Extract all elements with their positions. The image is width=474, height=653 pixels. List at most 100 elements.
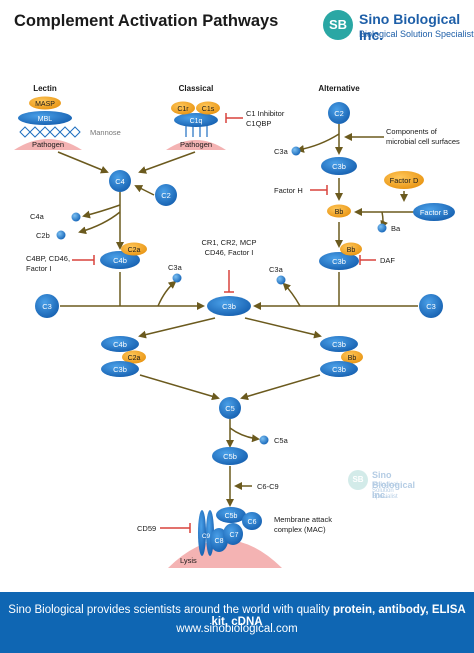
alt-c2-node [328, 102, 350, 124]
left-c2a-node [122, 350, 146, 364]
alt-c3b-label: C3b [332, 162, 346, 171]
c5a-fragment [259, 435, 269, 445]
arrow-lectin-to-c4 [57, 151, 109, 174]
components-label-1: Components of [386, 127, 438, 136]
alt-c3a-fragment [291, 146, 301, 156]
alt-c3b-bb-node [319, 252, 359, 270]
arrow-c2b-release [78, 211, 121, 235]
arrows [57, 124, 418, 507]
mac-c5b-node [216, 507, 246, 523]
arrow-c3b-to-left-convertase [138, 317, 216, 339]
right-bb-label: Bb [348, 355, 357, 362]
logo-tagline: Biological Solution Specialist [359, 29, 474, 39]
mac-label-1: Membrane attack [274, 515, 332, 524]
left-c3b-label: C3b [113, 365, 127, 374]
c3a-left-fragment [172, 273, 182, 283]
pathway-diagram: Lectin Classical Alternative Pathogen Ma… [14, 84, 460, 568]
mbl-label: MBL [38, 116, 53, 123]
arrow-c3a-left-release [157, 280, 177, 307]
lectin-pathogen-membrane [14, 139, 82, 150]
factor-h-label: Factor H [274, 186, 303, 195]
c1q-stalks-icon [185, 126, 208, 137]
alternative-pathway: C2 C3a Components of microbial cell surf… [274, 102, 460, 270]
alt-c3b-node [321, 157, 357, 175]
arrow-right-convertase-to-c5 [240, 374, 321, 401]
alt-bb-label: Bb [347, 247, 356, 254]
c3a-right-label: C3a [269, 265, 284, 274]
alt-c3b-bb-label: C3b [332, 257, 346, 266]
c2-label: C2 [161, 191, 171, 200]
c6-label: C6 [248, 519, 257, 526]
alt-c2-label: C2 [334, 109, 344, 118]
left-c3b-node [101, 361, 139, 377]
c7-label: C7 [230, 532, 239, 539]
c1q-node [174, 113, 218, 127]
c3-left-node [35, 294, 59, 318]
c1-inhibitor-label: C1 Inhibitor [246, 109, 285, 118]
classical-pathway: Pathogen C1q C1r C1s C1 Inhibitor C1QBP [166, 101, 285, 150]
c4a-label: C4a [30, 212, 45, 221]
c5b-label: C5b [223, 452, 237, 461]
c1qbp-label: C1QBP [246, 119, 271, 128]
classical-pathogen-label: Pathogen [180, 140, 212, 149]
bb-node [327, 204, 351, 218]
c9-label: C9 [202, 533, 211, 540]
c5a-label: C5a [274, 436, 289, 445]
lectin-classical-convertase: C4 C2 C4a C2b C4b C2a C4BP, CD46, Factor… [26, 170, 177, 273]
inhibitor-lines [72, 113, 376, 533]
c3-left-label: C3 [42, 302, 52, 311]
c5-label: C5 [225, 404, 235, 413]
c3-right-node [419, 294, 443, 318]
right-c3b-bottom-node [320, 361, 358, 377]
arrow-c5a-release [229, 427, 260, 443]
factor-d-label: Factor D [390, 176, 419, 185]
bb-label: Bb [335, 209, 344, 216]
c1s-label: C1s [202, 106, 215, 113]
left-c4b-node [101, 336, 139, 352]
lysis-label: Lysis [180, 556, 197, 565]
cr1-cr2-mcp-label: CR1, CR2, MCP [201, 238, 256, 247]
footer-tagline: Sino Biological provides scientists arou… [0, 604, 474, 628]
alternative-header: Alternative [318, 84, 360, 93]
watermark-name: Sino Biological Inc. [372, 470, 416, 500]
central-c3b-node [207, 296, 251, 316]
c8-label: C8 [215, 538, 224, 545]
c2b-fragment [56, 230, 66, 240]
components-label-2: microbial cell surfaces [386, 137, 460, 146]
masp-node [29, 96, 61, 110]
ba-fragment [377, 223, 387, 233]
sb-logo-icon: SB [323, 10, 353, 40]
c4-node [109, 170, 131, 192]
arrow-c4a-release [82, 204, 121, 219]
alt-bb-node [340, 242, 362, 256]
c3-right-label: C3 [426, 302, 436, 311]
lectin-pathogen-label: Pathogen [32, 140, 64, 149]
factor-d-node [384, 171, 424, 189]
arrow-classical-to-c4 [138, 151, 196, 174]
alt-c3a-label: C3a [274, 147, 289, 156]
cd59-label: CD59 [137, 524, 156, 533]
right-c3b-top-label: C3b [332, 340, 346, 349]
c2-node [155, 184, 177, 206]
c4bp-factor-i-label: Factor I [26, 264, 51, 273]
left-c4b-label: C4b [113, 340, 127, 349]
c4-label: C4 [115, 177, 125, 186]
cd46-factor-i-label: CD46, Factor I [205, 248, 254, 257]
c4b-label: C4b [113, 256, 127, 265]
c2a-label: C2a [128, 247, 141, 254]
membrane-attack-complex: Lysis C9 C8 C7 C5b C6 CD59 Membrane atta… [137, 507, 332, 568]
c6-c9-label: C6-C9 [257, 482, 279, 491]
right-c3b-top-node [320, 336, 358, 352]
footer-url-link[interactable]: www.sinobiological.com [176, 623, 298, 635]
daf-label: DAF [380, 256, 395, 265]
central-c3b-label: C3b [222, 302, 236, 311]
c5-node [219, 397, 241, 419]
c9-pore-1 [198, 510, 206, 556]
target-cell-membrane [168, 540, 282, 568]
watermark-logo-icon: SB [348, 470, 368, 490]
mbl-node [18, 111, 72, 125]
arrow-c3a-right-release [282, 282, 301, 307]
arrow-c3a-alt-release [296, 133, 340, 153]
left-c2a-label: C2a [128, 355, 141, 362]
